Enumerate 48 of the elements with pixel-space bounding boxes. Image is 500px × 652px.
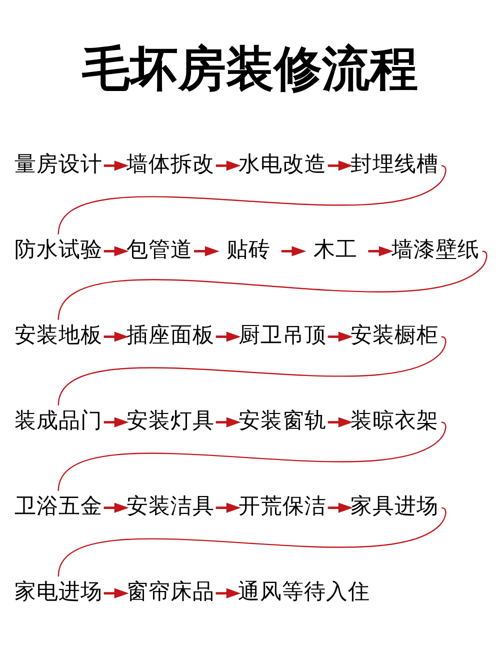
node-text: 墙体拆改 [126, 151, 214, 176]
arrow [328, 331, 353, 342]
node-text: 卫浴五金 [14, 494, 102, 519]
node-text: 量房设计 [14, 151, 102, 176]
node-text: 插座面板 [126, 322, 214, 348]
node-text: 安装地板 [14, 322, 102, 348]
node-text: 安装窗轨 [238, 408, 326, 434]
node-text: 窗帘床品 [126, 579, 214, 604]
arrow [216, 588, 241, 598]
node-text: 贴砖 [226, 237, 271, 262]
node-text: 木工 [313, 237, 358, 262]
arrow [104, 416, 129, 427]
node-text: 家电进场 [14, 579, 102, 604]
arrow [104, 331, 129, 342]
arrow [216, 160, 241, 170]
arrow [368, 246, 394, 256]
node-text: 安装洁具 [126, 494, 214, 519]
arrow [216, 416, 241, 427]
node-text: 防水试验 [14, 237, 102, 262]
node-text: 墙漆壁纸 [391, 237, 480, 262]
node-text: 家具进场 [350, 494, 438, 519]
node-text: 装成品门 [14, 408, 102, 434]
diagram-title: 毛坏房装修流程 [82, 40, 418, 96]
node-text: 开荒保洁 [238, 494, 326, 519]
arrow [104, 246, 129, 256]
connector [58, 250, 487, 320]
arrow [104, 502, 129, 512]
arrow [328, 416, 353, 427]
node-text: 厨卫吊顶 [238, 322, 326, 348]
connector [58, 421, 446, 491]
node-text: 安装灯具 [126, 408, 214, 434]
node-text: 封埋线槽 [350, 151, 438, 176]
arrow [194, 246, 220, 256]
arrow [104, 160, 129, 170]
arrow [282, 246, 306, 256]
arrow [216, 502, 241, 512]
node-text: 安装橱柜 [350, 322, 438, 348]
node-text: 装晾衣架 [350, 408, 438, 434]
arrow [216, 331, 241, 342]
connector [58, 336, 446, 406]
connector [58, 164, 446, 234]
node-text: 通风等待入住 [238, 579, 370, 604]
arrow [104, 588, 129, 598]
arrow [328, 502, 353, 512]
node-text: 水电改造 [238, 151, 326, 176]
connector [58, 506, 446, 576]
arrow [328, 160, 353, 170]
node-text: 包管道 [126, 237, 193, 262]
